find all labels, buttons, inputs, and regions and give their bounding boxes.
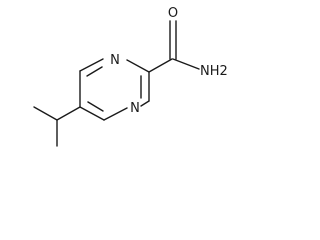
bond-ring-to-carbonyl: [148, 58, 173, 73]
atom-label-amide-nh2: NH2: [200, 64, 228, 79]
bond-isopropyl-left: [33, 106, 58, 121]
atom-label-oxygen: O: [168, 6, 178, 21]
bond-carbonyl-to-amide: [172, 58, 200, 70]
atom-label-n-bottom: N: [130, 101, 140, 116]
bond-c2-n1: [126, 59, 150, 73]
bond-c6-n1-inner: [86, 66, 103, 77]
bond-ring-to-isopropyl: [56, 106, 81, 121]
bond-c5-c4: [79, 106, 105, 121]
atom-label-n-top: N: [110, 53, 120, 68]
bond-n4-c3: [140, 100, 150, 107]
structure-diagram: N N O NH2: [33, 6, 228, 147]
bond-n1-c6: [79, 58, 104, 72]
bond-c4-n4: [103, 107, 128, 121]
bond-c4-c4-inner: [87, 101, 104, 112]
